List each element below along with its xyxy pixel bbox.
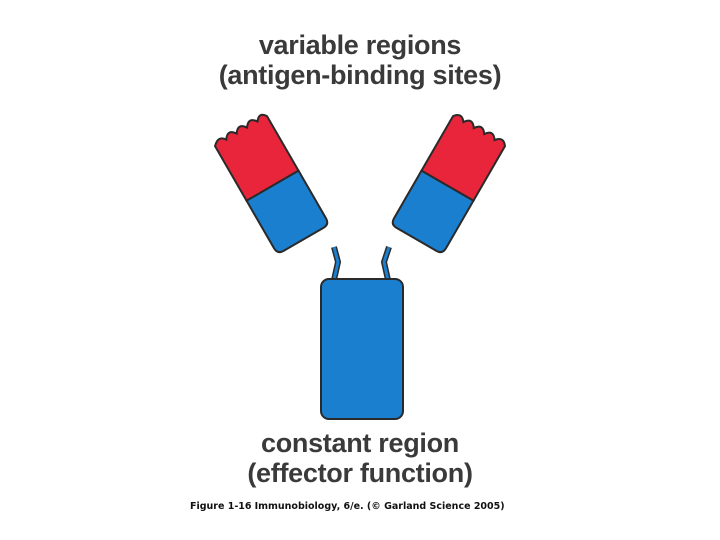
constant-region-line2: (effector function) xyxy=(247,458,473,488)
variable-regions-label: variable regions (antigen-binding sites) xyxy=(0,30,720,90)
variable-regions-line1: variable regions xyxy=(258,30,462,60)
left-arm-variable-region xyxy=(213,113,300,203)
variable-regions-line2: (antigen-binding sites) xyxy=(218,60,502,90)
right-arm xyxy=(391,114,507,254)
figure-caption: Figure 1-16 Immunobiology, 6/e. (© Garla… xyxy=(190,501,505,512)
figure-citation: Immunobiology, 6/e. (© Garland Science 2… xyxy=(254,501,505,512)
right-arm-variable-region xyxy=(420,114,507,203)
left-arm xyxy=(213,113,329,254)
stem-constant-region xyxy=(320,278,404,420)
constant-region-label: constant region (effector function) xyxy=(0,428,720,488)
right-hinge-inner xyxy=(382,246,391,281)
left-arm-constant-region xyxy=(245,169,329,254)
left-hinge-inner xyxy=(332,246,340,281)
figure-number: Figure 1-16 xyxy=(190,501,252,512)
right-arm-constant-region xyxy=(391,169,475,254)
constant-region-line1: constant region xyxy=(260,428,459,458)
